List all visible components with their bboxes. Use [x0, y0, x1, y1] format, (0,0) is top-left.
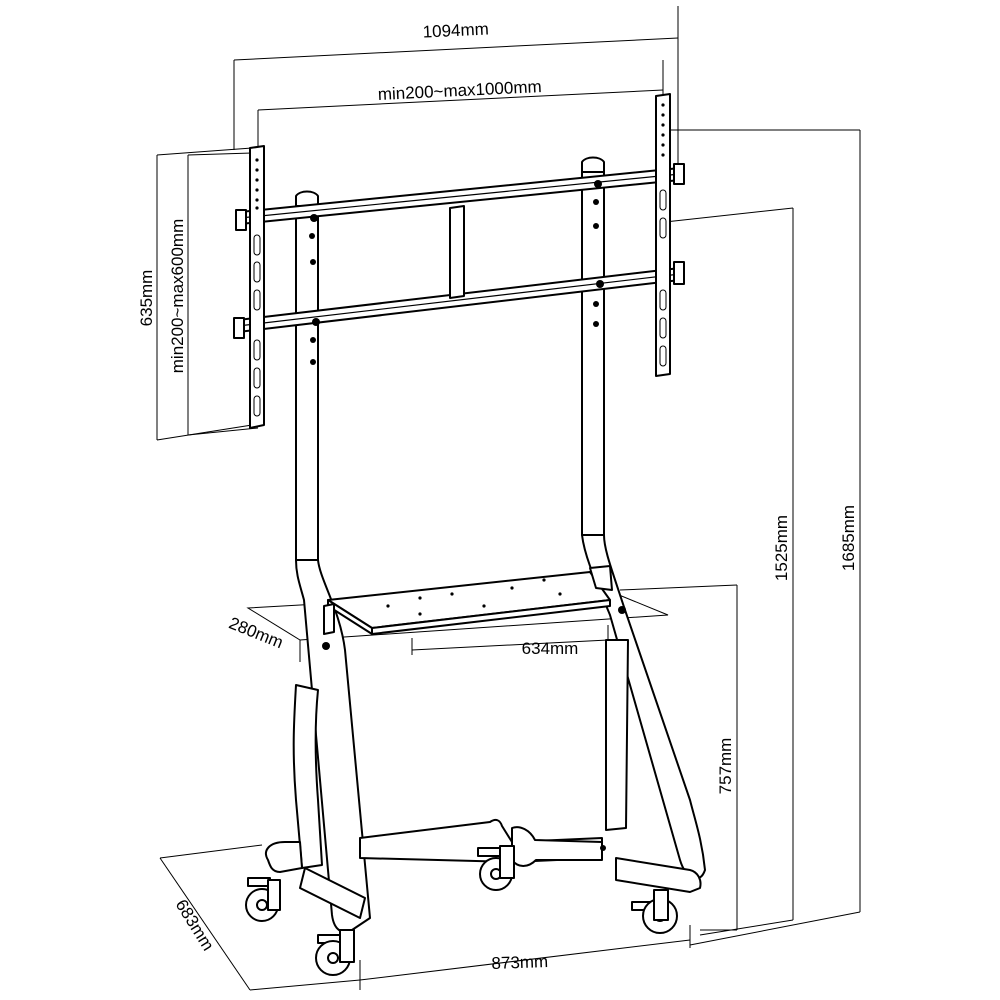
label-shelf-width: 634mm — [522, 639, 579, 658]
label-vesa-vertical: min200~max600mm — [168, 219, 187, 374]
label-base-depth: 683mm — [172, 896, 218, 954]
stand-frame — [265, 156, 706, 933]
label-shelf-depth: 280mm — [226, 613, 286, 652]
caster-wheel-icon — [631, 889, 678, 934]
caster-wheel-icon — [245, 877, 281, 922]
caster-wheel-icon — [315, 929, 355, 976]
label-mount-height: 635mm — [137, 270, 156, 327]
label-height-to-mount: 1525mm — [772, 515, 791, 581]
label-overall-mount-width: 1094mm — [422, 19, 489, 41]
vesa-arm-right — [655, 93, 671, 377]
label-shelf-height: 757mm — [716, 738, 735, 795]
shelf — [323, 565, 613, 635]
label-base-width: 873mm — [491, 952, 548, 973]
vesa-arm-left — [249, 145, 265, 429]
dimension-lines — [156, 6, 861, 991]
mount-rails — [233, 163, 685, 339]
bolts — [309, 180, 626, 851]
label-total-height: 1685mm — [839, 505, 858, 571]
label-vesa-horizontal: min200~max1000mm — [377, 77, 542, 104]
caster-wheel-icon — [477, 845, 515, 891]
